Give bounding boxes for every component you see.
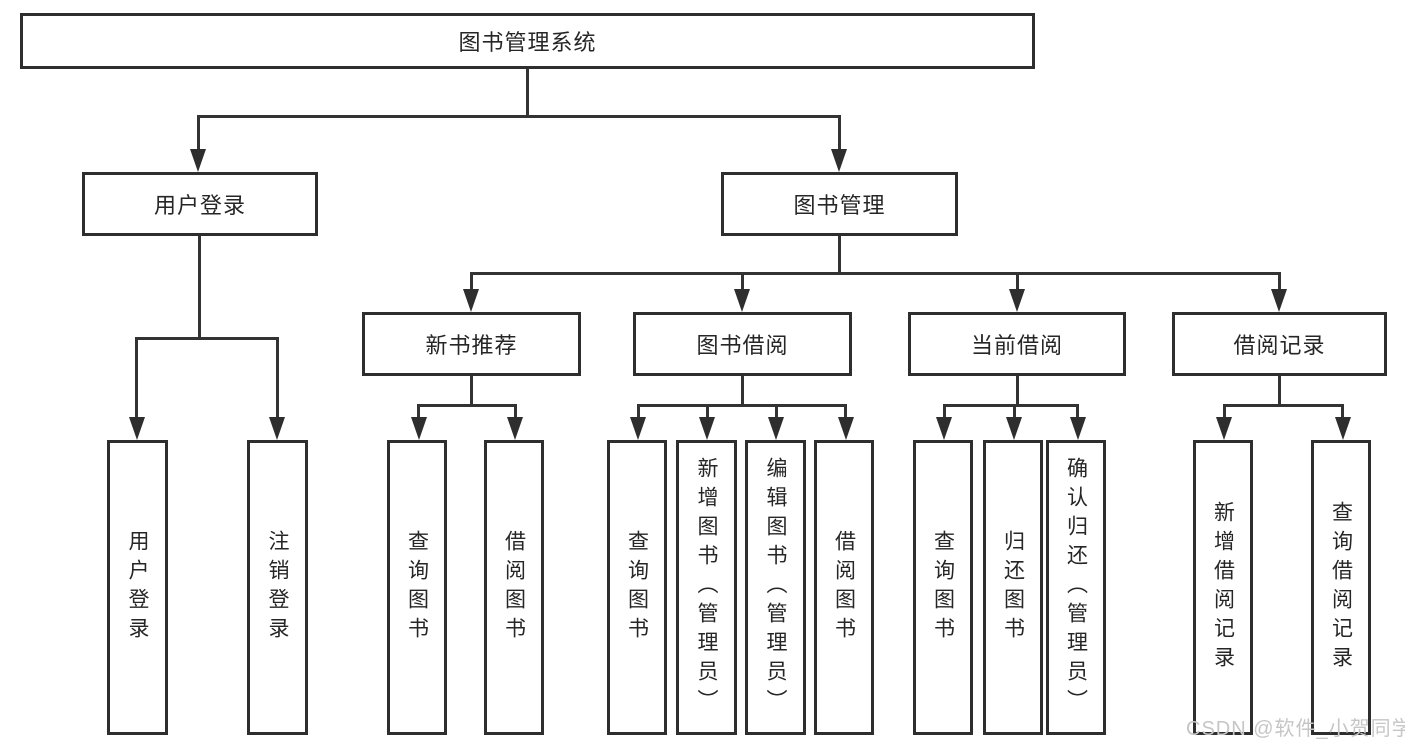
- csdn-watermark: CSDN @软件_小贺同学: [1186, 718, 1405, 740]
- arrow-down-icon: [699, 417, 715, 440]
- connector-records-branch: [1223, 404, 1343, 407]
- node-leaf-rec-borrow-books-label: 借阅图书: [502, 529, 526, 646]
- connector-current-return-stem: [1013, 404, 1016, 418]
- node-user-login: 用户登录: [82, 172, 318, 236]
- connector-root-stem: [526, 69, 529, 117]
- node-borrow-records: 借阅记录: [1172, 312, 1387, 376]
- arrow-down-icon: [630, 417, 646, 440]
- connector-rec-branch: [418, 404, 516, 407]
- node-leaf-edit-books-admin-label: 编辑图书（管理员）: [764, 457, 787, 718]
- node-leaf-edit-books-admin: 编辑图书（管理员）: [745, 440, 806, 735]
- connector-borrow-branch: [637, 404, 847, 407]
- node-root: 图书管理系统: [20, 13, 1035, 69]
- connector-current-down: [1016, 376, 1019, 406]
- node-leaf-return-books-label: 归还图书: [1001, 529, 1025, 646]
- connector-mgmt-stem: [838, 115, 841, 151]
- connector-borrow-edit-stem: [775, 404, 778, 418]
- node-leaf-query-borrow-record: 查询借阅记录: [1311, 440, 1371, 735]
- node-leaf-borrow-books: 借阅图书: [814, 440, 874, 735]
- connector-login-down: [198, 236, 201, 339]
- node-book-management-label: 图书管理: [793, 193, 886, 218]
- node-current-borrow-label: 当前借阅: [970, 333, 1063, 358]
- node-leaf-add-borrow-record: 新增借阅记录: [1193, 440, 1253, 735]
- connector-login-branch: [136, 337, 278, 340]
- node-leaf-borrow-query-books: 查询图书: [607, 440, 667, 735]
- connector-current-stem: [1016, 272, 1019, 291]
- connector-current-branch: [943, 404, 1078, 407]
- connector-borrow-down: [741, 376, 744, 406]
- node-leaf-add-books-admin: 新增图书（管理员）: [676, 440, 737, 735]
- connector-level2-branch: [197, 115, 840, 118]
- connector-rec-query-stem: [417, 404, 420, 418]
- connector-rec-borrow-stem: [514, 404, 517, 418]
- arrow-down-icon: [269, 417, 285, 440]
- node-leaf-add-borrow-record-label: 新增借阅记录: [1211, 500, 1235, 675]
- arrow-down-icon: [838, 417, 854, 440]
- arrow-down-icon: [411, 417, 427, 440]
- node-leaf-logout-label: 注销登录: [266, 529, 289, 646]
- connector-records-down: [1278, 376, 1281, 406]
- arrow-down-icon: [1216, 417, 1232, 440]
- node-current-borrow: 当前借阅: [908, 312, 1126, 376]
- connector-rec-down: [470, 376, 473, 406]
- node-leaf-confirm-return-admin: 确认归还（管理员）: [1046, 440, 1106, 735]
- node-book-borrow-label: 图书借阅: [696, 333, 789, 358]
- arrow-down-icon: [734, 289, 750, 312]
- arrow-down-icon: [507, 417, 523, 440]
- node-borrow-records-label: 借阅记录: [1233, 333, 1326, 358]
- connector-borrow-stem: [741, 272, 744, 291]
- node-leaf-user-login-label: 用户登录: [126, 529, 149, 646]
- connector-mgmt-down: [838, 236, 841, 274]
- node-leaf-user-login: 用户登录: [107, 440, 168, 735]
- node-leaf-current-query-books: 查询图书: [913, 440, 973, 735]
- node-new-book-recommend-label: 新书推荐: [425, 333, 518, 358]
- node-leaf-add-books-admin-label: 新增图书（管理员）: [695, 457, 718, 718]
- connector-current-confirm-stem: [1076, 404, 1079, 418]
- connector-rec-stem: [470, 272, 473, 291]
- connector-records-add-stem: [1223, 404, 1226, 418]
- node-root-label: 图书管理系统: [458, 30, 597, 55]
- arrow-down-icon: [1009, 289, 1025, 312]
- node-user-login-label: 用户登录: [153, 193, 246, 218]
- node-leaf-borrow-query-books-label: 查询图书: [625, 529, 649, 646]
- node-new-book-recommend: 新书推荐: [362, 312, 581, 376]
- node-book-management: 图书管理: [721, 172, 958, 236]
- connector-logout-stem: [276, 337, 279, 417]
- node-leaf-return-books: 归还图书: [983, 440, 1043, 735]
- connector-borrow-add-stem: [706, 404, 709, 418]
- node-leaf-borrow-books-label: 借阅图书: [832, 529, 856, 646]
- connector-current-query-stem: [943, 404, 946, 418]
- node-leaf-current-query-books-label: 查询图书: [931, 529, 955, 646]
- node-leaf-query-borrow-record-label: 查询借阅记录: [1329, 500, 1353, 675]
- arrow-down-icon: [190, 149, 206, 172]
- node-leaf-confirm-return-admin-label: 确认归还（管理员）: [1064, 457, 1088, 718]
- arrow-down-icon: [1271, 289, 1287, 312]
- connector-borrow-borrow-stem: [844, 404, 847, 418]
- arrow-down-icon: [1335, 417, 1351, 440]
- node-leaf-rec-query-books-label: 查询图书: [405, 529, 429, 646]
- connector-login-stem: [197, 115, 200, 151]
- connector-records-query-stem: [1341, 404, 1344, 418]
- node-leaf-rec-borrow-books: 借阅图书: [484, 440, 544, 735]
- node-book-borrow: 图书借阅: [633, 312, 852, 376]
- node-leaf-logout: 注销登录: [247, 440, 308, 735]
- node-leaf-rec-query-books: 查询图书: [387, 440, 447, 735]
- arrow-down-icon: [768, 417, 784, 440]
- connector-records-stem: [1278, 272, 1281, 291]
- arrow-down-icon: [463, 289, 479, 312]
- connector-login-user-stem: [135, 337, 138, 417]
- arrow-down-icon: [1006, 417, 1022, 440]
- arrow-down-icon: [1070, 417, 1086, 440]
- connector-borrow-query-stem: [637, 404, 640, 418]
- arrow-down-icon: [129, 417, 145, 440]
- arrow-down-icon: [831, 149, 847, 172]
- arrow-down-icon: [936, 417, 952, 440]
- connector-level3-branch: [470, 272, 1280, 275]
